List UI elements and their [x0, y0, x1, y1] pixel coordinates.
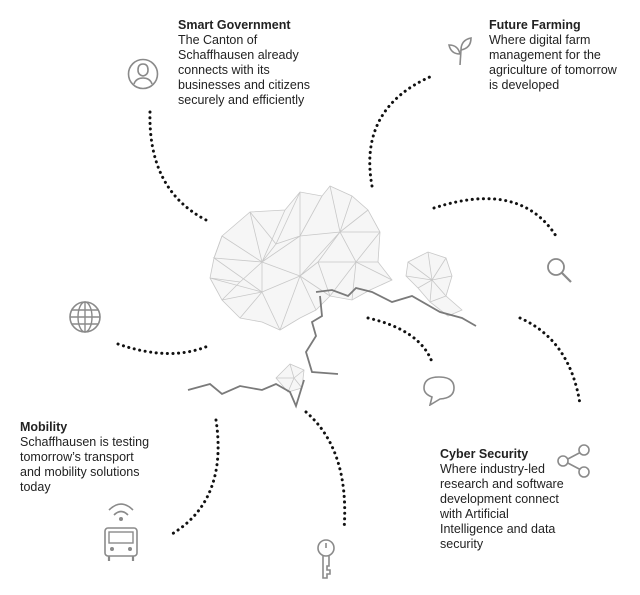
speech-bubble-icon [423, 376, 455, 406]
canton-map [209, 185, 463, 393]
topic-description: Where industry-led research and software… [440, 462, 564, 551]
topic-description: Where digital farm management for the ag… [489, 33, 617, 92]
connector-key [304, 410, 347, 532]
topic-mobility: Mobility Schaffhausen is testing tomorro… [20, 420, 149, 495]
connector-speech [366, 316, 434, 364]
search-icon [547, 258, 572, 283]
topic-title: Smart Government [178, 18, 291, 32]
topic-future-farming: Future Farming Where digital farm manage… [489, 18, 617, 93]
globe-icon [69, 301, 101, 333]
bus-icon [104, 503, 138, 561]
topic-title: Future Farming [489, 18, 581, 32]
sprout-icon [448, 37, 472, 66]
topic-description: Schaffhausen is testing tomorrow’s trans… [20, 435, 150, 494]
topic-title: Cyber Security [440, 447, 529, 461]
topic-cyber-security: Cyber Security Where industry-led resear… [440, 447, 564, 552]
connector-smart-government [148, 110, 208, 222]
key-icon [317, 539, 335, 579]
border-line [315, 287, 477, 327]
topic-description: The Canton of Schaffhausen already conne… [178, 33, 311, 107]
connector-mobility [170, 418, 220, 536]
connector-cyber-security [518, 316, 582, 406]
border-line [305, 295, 339, 375]
connector-search [432, 197, 558, 238]
connector-globe [116, 342, 210, 355]
person-icon [127, 58, 159, 90]
dotted-connectors [116, 74, 582, 536]
connector-future-farming [368, 74, 434, 188]
topic-title: Mobility [20, 420, 68, 434]
topic-smart-government: Smart Government The Canton of Schaffhau… [178, 18, 310, 108]
border-line [187, 379, 305, 409]
share-icon [557, 444, 590, 478]
